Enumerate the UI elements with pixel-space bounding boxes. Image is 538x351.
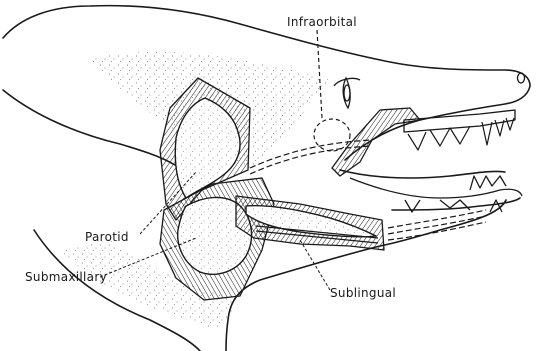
infraorbital-label: Infraorbital bbox=[287, 15, 357, 29]
lower-jaw bbox=[350, 176, 522, 212]
nose-icon bbox=[518, 73, 525, 83]
sublingual-label: Sublingual bbox=[330, 286, 396, 300]
parotid-label: Parotid bbox=[85, 230, 129, 244]
submaxillary-label: Submaxillary bbox=[25, 270, 107, 284]
eye-icon bbox=[334, 78, 360, 108]
head-outline bbox=[3, 6, 530, 351]
